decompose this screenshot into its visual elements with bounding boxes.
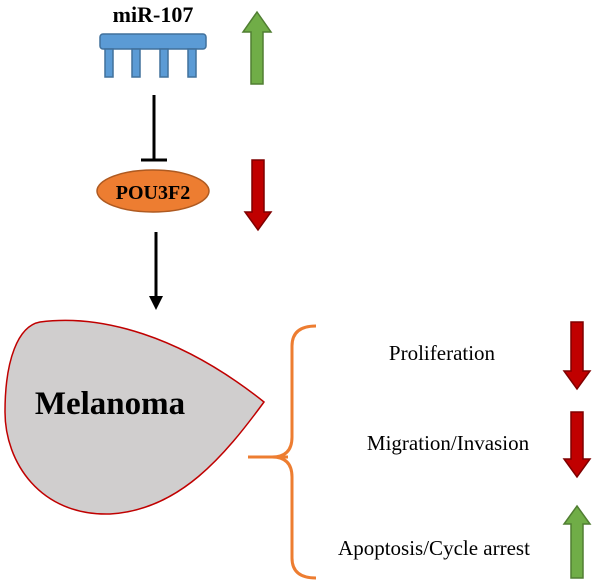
effect-label-migration: Migration/Invasion xyxy=(367,431,530,455)
target-node xyxy=(96,169,210,213)
inhibition-connector xyxy=(141,95,167,162)
effect-label-proliferation: Proliferation xyxy=(389,341,496,365)
mirna-label: miR-107 xyxy=(113,2,194,27)
target-down-arrow xyxy=(243,159,273,232)
mirna-icon xyxy=(99,33,207,78)
mirna-up-arrow xyxy=(241,10,273,85)
effects-bracket xyxy=(271,324,317,580)
target-label: POU3F2 xyxy=(116,182,190,204)
proliferation-down-arrow xyxy=(562,321,592,391)
migration-down-arrow xyxy=(562,411,592,479)
activation-arrow xyxy=(149,232,163,310)
melanoma-label: Melanoma xyxy=(35,386,185,422)
melanoma-shape xyxy=(4,319,266,515)
apoptosis-up-arrow xyxy=(562,504,592,579)
effect-label-apoptosis: Apoptosis/Cycle arrest xyxy=(338,536,530,560)
